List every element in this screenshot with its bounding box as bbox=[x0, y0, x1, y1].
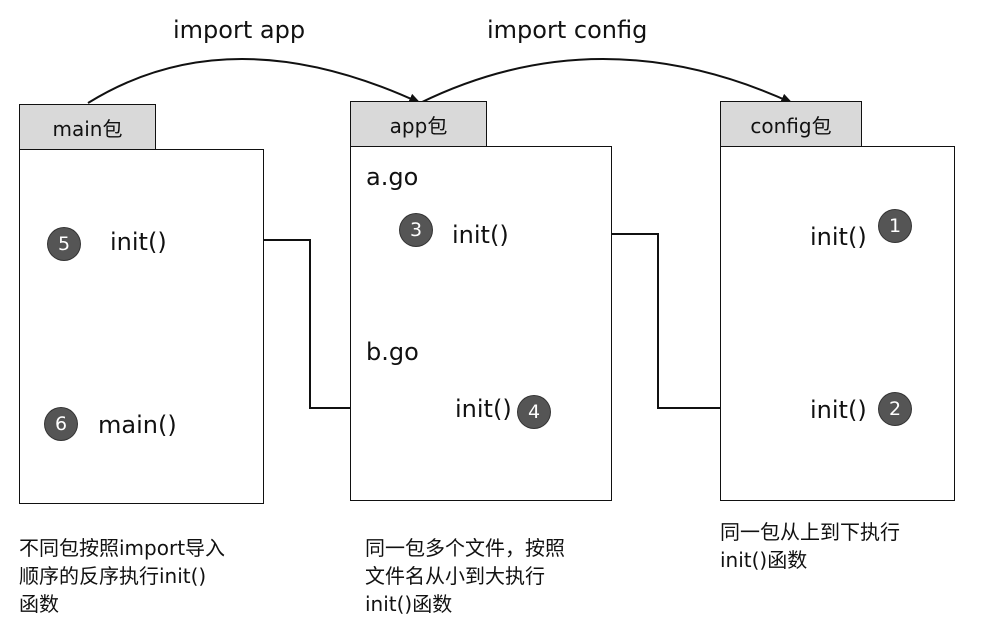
import-config-arrow bbox=[419, 58, 793, 104]
step-3-badge: 3 bbox=[400, 214, 432, 246]
app-note: 同一包多个文件，按照 文件名从小到大执行 init()函数 bbox=[365, 534, 565, 618]
step-4-badge: 4 bbox=[518, 396, 550, 428]
main-note-line-1: 不同包按照import导入 bbox=[19, 536, 226, 560]
main-package-tab: main包 bbox=[19, 104, 156, 150]
config-note: 同一包从上到下执行 init()函数 bbox=[720, 518, 900, 574]
config-init-2-func: init() bbox=[810, 396, 867, 424]
config-note-line-2: init()函数 bbox=[720, 548, 808, 572]
config-note-line-1: 同一包从上到下执行 bbox=[720, 520, 900, 544]
app-a-init-func: init() bbox=[452, 221, 509, 249]
config-package-tab: config包 bbox=[720, 101, 862, 147]
main-note-line-3: 函数 bbox=[19, 592, 59, 616]
step-1-badge: 1 bbox=[879, 210, 911, 242]
main-init-func: init() bbox=[110, 228, 167, 256]
step-6-badge: 6 bbox=[45, 408, 77, 440]
app-note-line-3: init()函数 bbox=[365, 592, 453, 616]
app-note-line-1: 同一包多个文件，按照 bbox=[365, 536, 565, 560]
config-init-1-func: init() bbox=[810, 223, 867, 251]
main-func: main() bbox=[98, 411, 177, 439]
main-package-box bbox=[19, 149, 264, 504]
step-5-badge: 5 bbox=[48, 228, 80, 260]
app-package-box bbox=[350, 146, 612, 501]
import-config-label: import config bbox=[487, 16, 648, 44]
step-2-badge: 2 bbox=[879, 393, 911, 425]
app-package-tab: app包 bbox=[350, 101, 487, 147]
import-app-arrow bbox=[87, 58, 421, 104]
app-note-line-2: 文件名从小到大执行 bbox=[365, 564, 545, 588]
file-b-label: b.go bbox=[366, 338, 419, 366]
app-b-init-func: init() bbox=[455, 395, 512, 423]
config-package-box bbox=[720, 146, 955, 501]
main-note: 不同包按照import导入 顺序的反序执行init() 函数 bbox=[19, 534, 225, 618]
file-a-label: a.go bbox=[366, 163, 419, 191]
main-note-line-2: 顺序的反序执行init() bbox=[19, 564, 207, 588]
import-app-label: import app bbox=[173, 16, 306, 44]
